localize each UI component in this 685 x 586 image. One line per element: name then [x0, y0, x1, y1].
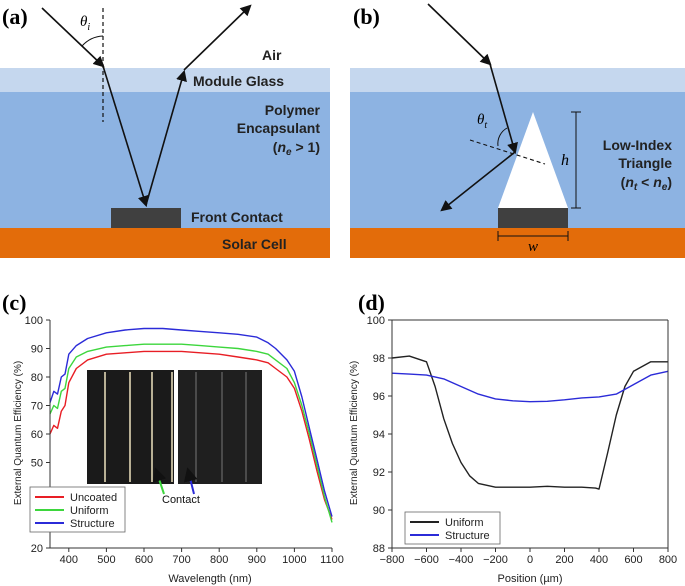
x-tick-label: 700: [172, 554, 190, 566]
inset-arrow-blue: [183, 467, 198, 495]
panel-label-c: (c): [2, 290, 26, 315]
y-tick-label: 70: [31, 401, 43, 413]
angle-arc-a: [81, 35, 104, 47]
incident-ray: [41, 7, 105, 68]
reflected-ray: [145, 69, 187, 206]
width-label: w: [528, 239, 538, 255]
x-axis-label-d: Position (µm): [497, 573, 562, 585]
x-tick-label: 800: [210, 554, 228, 566]
inset-photo: Contact: [87, 370, 262, 506]
air-label: Air: [262, 47, 282, 63]
angle-label-a: θi: [80, 14, 90, 33]
x-tick-label: 1000: [282, 554, 306, 566]
panel-label-d: (d): [358, 290, 385, 315]
y-tick-label: 96: [373, 391, 385, 403]
legend-label-structure: Structure: [445, 530, 490, 542]
y-tick-label: 50: [31, 458, 43, 470]
triangle-index-label: (nt < ne): [621, 174, 672, 193]
incident-ray-b: [427, 3, 492, 66]
refracted-ray-b: [489, 63, 518, 155]
series-line-uniform: [391, 355, 668, 490]
solar-cell-layer: [0, 228, 330, 258]
triangle-label-2: Triangle: [618, 155, 672, 171]
legend-label-uniform: Uniform: [70, 505, 109, 517]
surface-normal-b: [469, 139, 546, 165]
x-tick-label: 0: [527, 554, 533, 566]
panel-b: (b) θt h w Low-Index Triangle (nt < ne): [350, 0, 685, 258]
y-axis-label-c: External Quantum Efficiency (%): [13, 361, 24, 505]
inset-photo-structure: [178, 370, 262, 484]
x-tick-label: 600: [135, 554, 153, 566]
y-tick-label: 88: [373, 543, 385, 555]
chart-eqe-position: (d) −800 −600 −400 −200 0 200 400 600 800 88 90 92 9…: [349, 290, 677, 585]
inset-arrow-green: [152, 467, 167, 495]
panel-label-a: (a): [2, 4, 28, 29]
air-layer-b: [350, 0, 685, 68]
glass-layer: [0, 68, 330, 92]
solar-cell-layer-b: [350, 228, 685, 258]
front-contact-b: [498, 208, 568, 228]
refracted-ray: [102, 65, 149, 208]
y-tick-label: 20: [31, 543, 43, 555]
legend-label-uncoated: Uncoated: [70, 492, 117, 504]
triangle-label-1: Low-Index: [603, 137, 672, 153]
y-tick-label: 92: [373, 467, 385, 479]
x-tick-label: 500: [97, 554, 115, 566]
front-contact: [111, 208, 181, 228]
x-tick-label: 400: [60, 554, 78, 566]
glass-label: Module Glass: [193, 73, 284, 89]
inset-contact-label: Contact: [162, 494, 200, 506]
encapsulant-label-1: Polymer: [265, 102, 321, 118]
x-tick-label: 800: [659, 554, 677, 566]
y-tick-label: 90: [31, 344, 43, 356]
front-contact-label: Front Contact: [191, 209, 283, 225]
encapsulant-layer: [0, 92, 330, 228]
x-axis-label-c: Wavelength (nm): [168, 573, 251, 585]
x-tick-label: 400: [590, 554, 608, 566]
legend-label-uniform: Uniform: [445, 517, 484, 529]
solar-cell-label: Solar Cell: [222, 236, 287, 252]
x-tick-label: −400: [449, 554, 474, 566]
x-tick-label: 900: [248, 554, 266, 566]
y-tick-label: 98: [373, 353, 385, 365]
x-tick-label: 1100: [320, 554, 344, 566]
x-tick-label: 200: [555, 554, 573, 566]
encapsulant-label-2: Encapsulant: [237, 120, 321, 136]
y-tick-label: 80: [31, 372, 43, 384]
y-tick-label: 90: [373, 505, 385, 517]
angle-label-b: θt: [477, 112, 487, 131]
height-label: h: [561, 152, 569, 169]
y-tick-label: 100: [367, 315, 385, 327]
legend-box: [404, 511, 501, 545]
series-line-uniform: [49, 343, 333, 523]
y-tick-label: 94: [373, 429, 385, 441]
x-tick-label: 600: [624, 554, 642, 566]
panel-label-b: (b): [353, 4, 380, 29]
air-layer: [0, 0, 330, 68]
chart-eqe-wavelength: (c) Contact 400 500 600 700 800 900 1000 1100 20…: [2, 290, 344, 585]
series-line-uncoated: [49, 350, 333, 520]
y-axis-label-d: External Quantum Efficiency (%): [349, 361, 360, 505]
series-line-structure: [49, 327, 333, 517]
x-tick-label: −800: [380, 554, 405, 566]
encapsulant-index-label: (ne > 1): [273, 139, 320, 158]
tir-ray-b: [440, 151, 516, 212]
panel-a: (a) θi Air Module Glass Polymer Encapsul…: [0, 0, 330, 258]
x-tick-label: −600: [414, 554, 439, 566]
angle-arc-b: [497, 127, 508, 147]
series-line-structure: [391, 370, 669, 403]
legend-label-structure: Structure: [70, 518, 115, 530]
x-tick-label: −200: [483, 554, 508, 566]
y-tick-label: 60: [31, 429, 43, 441]
y-tick-label: 100: [25, 315, 43, 327]
glass-layer-b: [350, 68, 685, 92]
escaping-ray: [183, 4, 252, 71]
plot-area: [392, 320, 668, 548]
